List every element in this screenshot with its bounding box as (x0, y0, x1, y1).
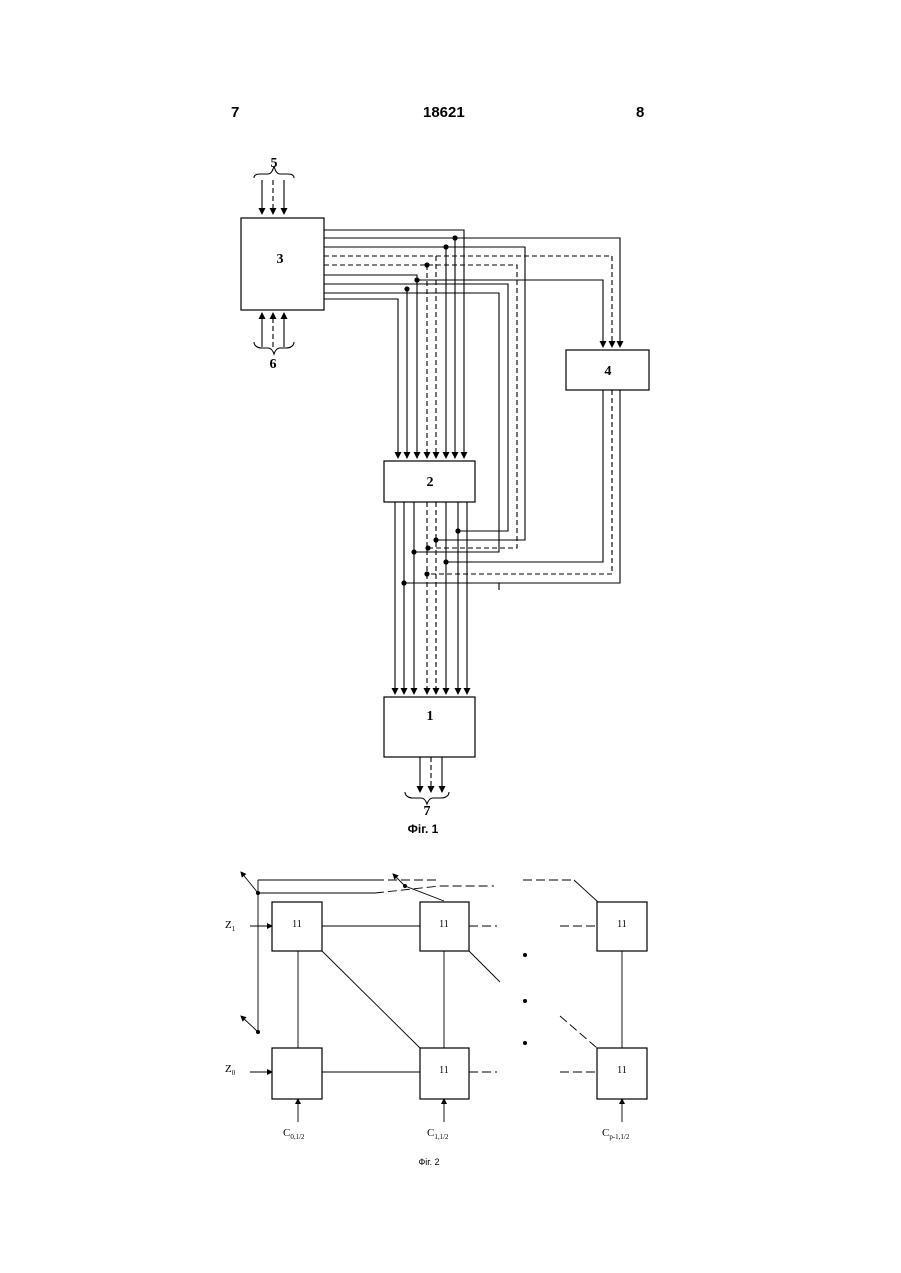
block-1-label: 1 (427, 709, 434, 724)
figure-1-caption: Фіг. 1 (408, 822, 439, 836)
block-4-label: 4 (605, 364, 612, 379)
bus-6: 6 (254, 313, 294, 372)
block-2: 2 (384, 461, 475, 502)
svg-text:Z1: Z1 (225, 919, 236, 933)
figure-2-caption: Фіг. 2 (418, 1157, 439, 1167)
block-1: 1 (384, 697, 475, 757)
block-4: 4 (566, 350, 649, 390)
c0-sub: 0,1/2 (290, 1133, 305, 1141)
figure-1: 5 6 (241, 156, 649, 836)
cell-bottom-left (272, 1048, 322, 1099)
svg-text:11: 11 (439, 1065, 449, 1076)
bus-5-label: 5 (271, 156, 278, 171)
bus-5: 5 (254, 156, 294, 214)
svg-text:C1,1/2: C1,1/2 (427, 1127, 449, 1141)
z0-sub: 0 (232, 1069, 236, 1077)
cell-top-right: 11 (597, 902, 647, 951)
bus-2-to-1 (395, 502, 467, 694)
cp-sub: p-1,1/2 (609, 1133, 630, 1141)
svg-text:11: 11 (439, 919, 449, 930)
figure-2: Z1 Z0 C0,1/2 C1,1/2 Cp-1,1/2 11 11 11 11 (225, 872, 647, 1167)
block-3-label: 3 (277, 252, 284, 267)
bus-7-label: 7 (424, 804, 431, 819)
cell-bottom-middle: 11 (420, 1048, 469, 1099)
cp-label: C (602, 1127, 609, 1139)
svg-text:11: 11 (617, 1065, 627, 1076)
block-2-label: 2 (427, 475, 434, 490)
svg-text:Z0: Z0 (225, 1063, 236, 1077)
cell-bottom-right: 11 (597, 1048, 647, 1099)
svg-text:Cp-1,1/2: Cp-1,1/2 (602, 1127, 630, 1141)
svg-text:C0,1/2: C0,1/2 (283, 1127, 305, 1141)
c0-label: C (283, 1127, 290, 1139)
cell-top-middle: 11 (420, 902, 469, 951)
svg-text:11: 11 (292, 919, 302, 930)
c1-sub: 1,1/2 (434, 1133, 449, 1141)
block-3: 3 (241, 218, 324, 310)
z1-sub: 1 (232, 925, 236, 933)
c1-label: C (427, 1127, 434, 1139)
bus-7: 7 (405, 757, 449, 819)
bus-6-label: 6 (270, 357, 277, 372)
svg-text:11: 11 (617, 919, 627, 930)
cell-top-left: 11 (272, 902, 322, 951)
